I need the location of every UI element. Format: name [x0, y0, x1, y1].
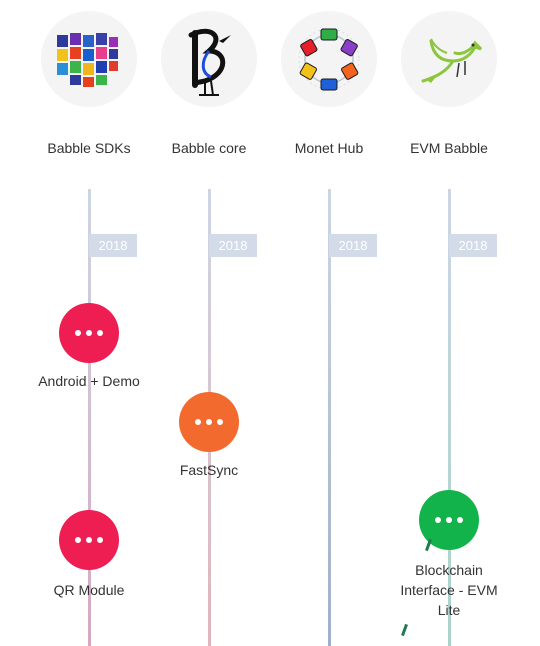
- year-tag: 2018: [329, 234, 377, 257]
- milestone-marker[interactable]: [59, 510, 119, 570]
- project-logo[interactable]: [401, 11, 497, 107]
- project-column-evm-babble: EVM Babble 2018 Blockchain Interface - E…: [389, 0, 509, 646]
- project-name: Monet Hub: [294, 140, 364, 156]
- year-tag: 2018: [89, 234, 137, 257]
- milestone-marker[interactable]: [179, 392, 239, 452]
- rubiks-cube-icon: [57, 33, 118, 87]
- more-dots-icon: [435, 517, 463, 523]
- stroke-mark-icon: [425, 538, 432, 552]
- project-logo[interactable]: [41, 11, 137, 107]
- project-logo[interactable]: [161, 11, 257, 107]
- milestone-label: FastSync: [179, 462, 239, 478]
- more-dots-icon: [195, 419, 223, 425]
- timeline-line: [88, 189, 91, 646]
- milestone-marker[interactable]: [59, 303, 119, 363]
- timeline-line: [328, 189, 331, 646]
- project-logo[interactable]: [281, 11, 377, 107]
- bird-b-icon: [188, 28, 231, 96]
- year-tag: 2018: [449, 234, 497, 257]
- milestone-label: Android + Demo: [38, 373, 140, 389]
- green-bird-icon: [421, 38, 483, 83]
- timeline-line: [448, 189, 451, 646]
- stroke-mark-icon: [401, 623, 408, 637]
- project-name: Babble core: [171, 140, 247, 156]
- more-dots-icon: [75, 330, 103, 336]
- year-tag: 2018: [209, 234, 257, 257]
- chip-ring-icon: [298, 28, 360, 91]
- project-name: EVM Babble: [410, 140, 488, 156]
- project-column-babble-core: Babble core 2018 FastSync: [149, 0, 269, 646]
- milestone-label: QR Module: [53, 582, 125, 598]
- project-column-monet-hub: Monet Hub 2018: [269, 0, 389, 646]
- project-column-babble-sdks: Babble SDKs 2018 Android + Demo QR Modul…: [29, 0, 149, 646]
- project-name: Babble SDKs: [47, 140, 131, 156]
- more-dots-icon: [75, 537, 103, 543]
- milestone-label: Blockchain Interface - EVM Lite: [400, 562, 498, 618]
